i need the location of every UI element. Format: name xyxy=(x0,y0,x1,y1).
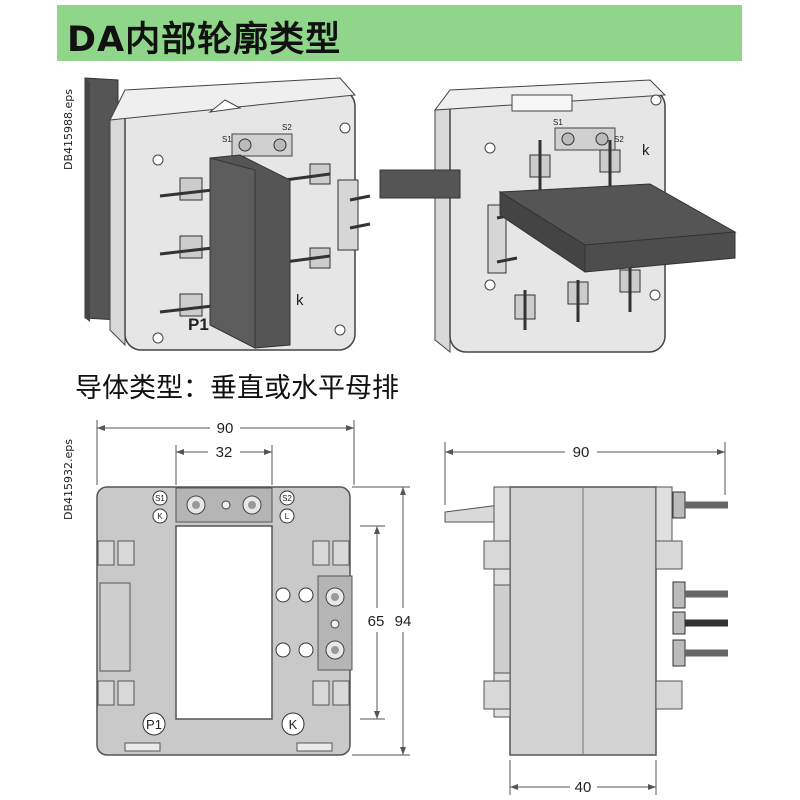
header-banner: DA内部轮廓类型 xyxy=(57,5,742,61)
front-p1: P1 xyxy=(146,717,162,732)
dim-side-depth: 40 xyxy=(575,779,592,796)
conductor-type-caption: 导体类型：垂直或水平母排 xyxy=(75,373,399,404)
iso-left-p1: P1 xyxy=(188,315,209,334)
dim-side-width: 90 xyxy=(573,444,590,461)
iso-right-horizontal-busbar: S1 S2 k xyxy=(379,79,737,354)
iso-right-s2: S2 xyxy=(614,135,624,144)
iso-left-s1: S1 xyxy=(222,135,232,144)
front-l: L xyxy=(285,512,290,521)
dim-front-width: 90 xyxy=(217,420,234,437)
iso-right-s1: S1 xyxy=(553,118,563,127)
dim-front-height: 94 xyxy=(395,613,412,630)
iso-left-s2: S2 xyxy=(282,123,292,132)
side-view-drawing: 90 40 xyxy=(444,442,728,796)
page-title: DA内部轮廓类型 xyxy=(67,20,342,60)
front-k-corner: K xyxy=(289,717,298,732)
front-view-drawing: S1 K S2 L P1 K 90 32 65 94 xyxy=(96,420,412,756)
dim-window-height: 65 xyxy=(368,613,385,630)
front-s1: S1 xyxy=(155,494,165,503)
iso-left-vertical-busbar: S1 S2 P1 k xyxy=(84,77,371,351)
iso-right-k: k xyxy=(642,142,650,159)
front-k: K xyxy=(157,512,163,521)
iso-left-k: k xyxy=(296,292,304,309)
dim-window-width: 32 xyxy=(216,444,233,461)
front-s2: S2 xyxy=(282,494,292,503)
